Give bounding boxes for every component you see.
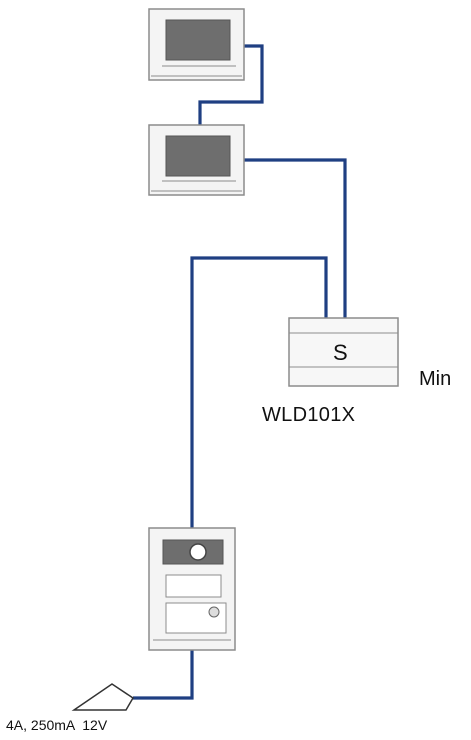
call-button-icon [208, 606, 220, 618]
module-letter: S [333, 340, 348, 365]
wire-monitor-to-module [244, 158, 347, 318]
wire-monitor-to-monitor [198, 44, 264, 125]
door-station [148, 527, 236, 651]
power-supply-label: 4A, 250mA 12V [6, 717, 108, 733]
min-label: Min [419, 368, 452, 390]
nameplate [165, 574, 222, 598]
power-supply-icon [71, 683, 135, 711]
wire-power-to-door-station [133, 650, 194, 700]
camera-lens-icon [189, 543, 207, 561]
wires [133, 44, 347, 700]
din-rail-module-icon [288, 317, 399, 387]
wire-door-station-to-module [190, 256, 328, 528]
monitor-screen [165, 135, 231, 177]
monitor-bottom [148, 124, 245, 196]
monitor-screen [165, 19, 231, 61]
monitor-top [148, 8, 245, 81]
module-model-label: WLD101X [262, 404, 356, 426]
din-module [288, 317, 399, 387]
power-supply [71, 683, 135, 711]
